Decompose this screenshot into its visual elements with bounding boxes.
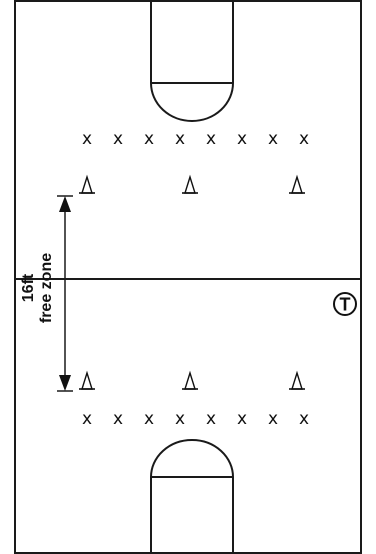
cone-row-bottom: [79, 370, 305, 390]
teacher-circle: [333, 292, 357, 316]
free-zone-name: free zone: [38, 253, 55, 323]
arrow-head-up: [59, 196, 71, 212]
player-marker: x: [206, 409, 216, 429]
free-zone-label: 16ft free zone: [20, 253, 55, 323]
player-marker: x: [268, 129, 278, 149]
player-marker: x: [82, 409, 92, 429]
court-boundary: [14, 0, 362, 554]
player-marker: x: [268, 409, 278, 429]
top-key: [150, 1, 234, 122]
cone-icon: [182, 174, 198, 194]
player-marker: x: [175, 129, 185, 149]
cone-icon: [79, 174, 95, 194]
player-marker: x: [175, 409, 185, 429]
player-marker: x: [237, 409, 247, 429]
player-marker: x: [82, 129, 92, 149]
cone-icon: [289, 370, 305, 390]
teacher-marker: T: [333, 292, 357, 316]
bottom-key: [150, 439, 234, 553]
teacher-letter: T: [340, 295, 351, 315]
player-marker: x: [299, 409, 309, 429]
arrow-head-down: [59, 375, 71, 391]
player-marker: x: [113, 409, 123, 429]
free-zone-distance: 16ft: [20, 273, 37, 302]
player-marker: x: [206, 129, 216, 149]
player-marker: x: [144, 129, 154, 149]
cone-icon: [289, 174, 305, 194]
player-marker: x: [299, 129, 309, 149]
free-zone-arrow: [57, 195, 73, 392]
cone-row-top: [79, 174, 305, 194]
bottom-free-throw-arc: [150, 439, 234, 478]
cone-icon: [182, 370, 198, 390]
top-free-throw-arc: [150, 82, 234, 122]
cone-icon: [79, 370, 95, 390]
player-marker: x: [237, 129, 247, 149]
player-marker: x: [144, 409, 154, 429]
player-marker: x: [113, 129, 123, 149]
